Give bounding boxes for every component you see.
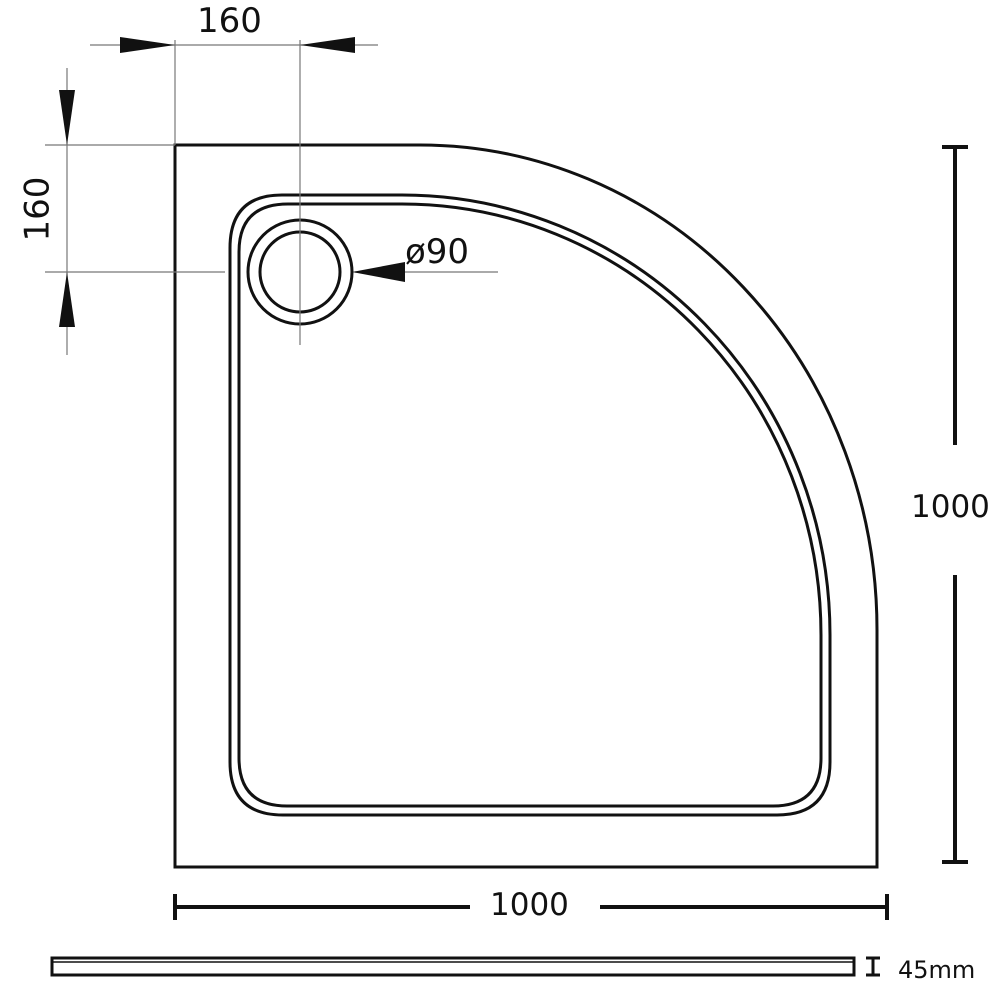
drain-offset-y-label: 160	[17, 176, 58, 242]
tray-inner-basin	[237, 202, 823, 808]
width-label: 1000	[490, 887, 569, 923]
drain-offset-x-label: 160	[197, 1, 262, 41]
tray-inner-rim	[228, 193, 832, 817]
tray-outline	[173, 143, 879, 869]
overall-dimension-lines	[173, 145, 968, 920]
depth-label: 1000	[911, 489, 990, 525]
drain-diameter-label: ø90	[405, 232, 470, 272]
height-label: 45mm	[898, 956, 976, 984]
dimension-arrows	[59, 37, 405, 327]
side-profile	[50, 956, 880, 977]
extension-lines	[45, 40, 498, 355]
